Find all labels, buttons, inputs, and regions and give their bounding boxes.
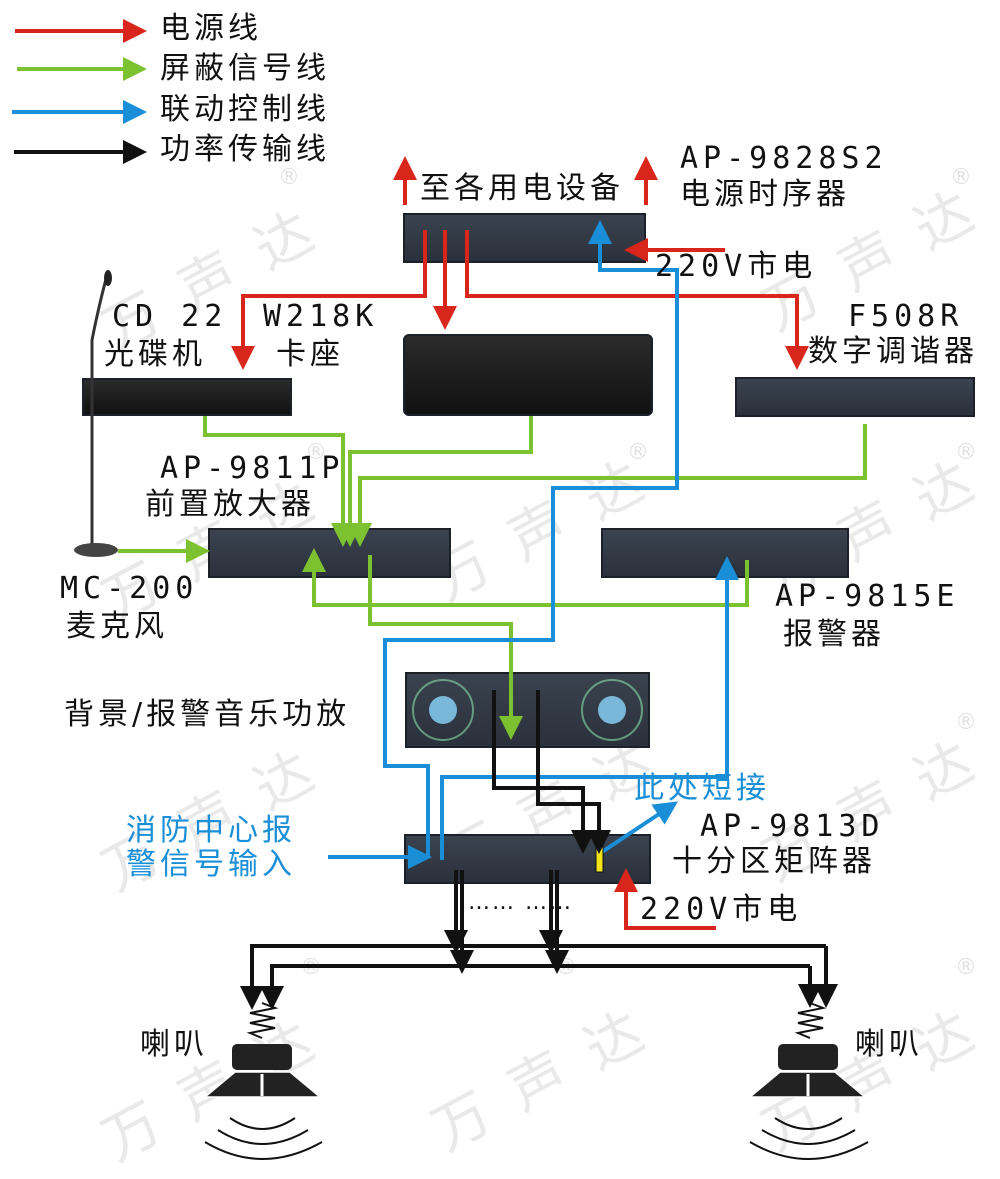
cd-model: CD 22 [112, 299, 228, 334]
preamp-name: 前置放大器 [145, 487, 315, 522]
jumper-mark [595, 837, 604, 873]
speaker-left-icon [202, 1002, 323, 1160]
tuner-model: F508R [848, 299, 964, 334]
speaker-left-label: 喇叭 [140, 1027, 208, 1062]
preamp-unit [208, 528, 451, 578]
microphone-icon [74, 270, 118, 557]
mic-model: MC-200 [60, 571, 199, 606]
cd-player-unit [82, 378, 292, 416]
signal-lines [118, 416, 867, 740]
power-lines [231, 156, 809, 930]
fire-input-line2: 警信号输入 [126, 847, 296, 882]
legend-signal-label: 屏蔽信号线 [160, 51, 330, 86]
speaker-lines [240, 690, 838, 1010]
amplifier-name: 背景/报警音乐功放 [64, 697, 351, 732]
mains-label-bottom: 220V市电 [640, 892, 803, 927]
registered-mark: ® [305, 440, 327, 465]
speaker-right-label: 喇叭 [855, 1027, 923, 1062]
registered-mark: ® [955, 955, 977, 980]
registered-mark: ® [278, 165, 300, 190]
control-lines [328, 220, 739, 869]
sequencer-model: AP-9828S2 [680, 141, 888, 176]
registered-mark: ® [955, 710, 977, 735]
alarm-model: AP-9815E [775, 579, 960, 614]
matrix-name: 十分区矩阵器 [672, 844, 876, 879]
legend-control-label: 联动控制线 [160, 92, 330, 127]
matrix-model: AP-9813D [700, 809, 885, 844]
mic-name: 麦克风 [66, 609, 168, 644]
fan-icon [412, 679, 643, 741]
registered-mark: ® [950, 165, 972, 190]
fire-input-line1: 消防中心报 [126, 813, 296, 848]
cassette-deck-unit [403, 334, 653, 416]
sequencer-note: 至各用电设备 [420, 171, 624, 206]
preamp-model: AP-9811P [160, 451, 345, 486]
sequencer-name: 电源时序器 [680, 177, 850, 212]
tuner-unit [735, 377, 975, 417]
speaker-right-icon [747, 1002, 869, 1160]
legend-speaker-label: 功率传输线 [160, 132, 330, 167]
tuner-name: 数字调谐器 [808, 334, 978, 369]
alarm-name: 报警器 [783, 617, 885, 652]
alarm-unit [601, 528, 849, 578]
cassette-name: 卡座 [276, 337, 344, 372]
registered-mark: ® [955, 440, 977, 465]
short-note: 此处短接 [634, 771, 770, 806]
ellipsis: …… …… [468, 890, 573, 915]
registered-mark: ® [627, 440, 649, 465]
mains-label-top: 220V市电 [655, 249, 818, 284]
cassette-model: W218K [263, 299, 379, 334]
cd-name: 光碟机 [104, 337, 206, 372]
legend-power-label: 电源线 [160, 11, 262, 46]
